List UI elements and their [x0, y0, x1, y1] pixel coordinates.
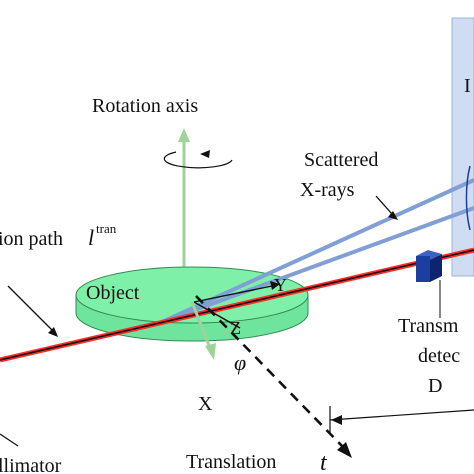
transmission-path-label: ion path — [0, 228, 63, 250]
scatter-ring-arc — [465, 165, 471, 231]
x-axis-arrowhead — [205, 343, 216, 360]
y-axis-line — [193, 285, 273, 303]
z-axis-label: Z — [230, 318, 241, 338]
rotation-axis-arrowhead — [178, 128, 190, 142]
scattered-label-line1: Scattered — [304, 149, 378, 171]
translation-arrowhead — [337, 442, 352, 458]
z-axis-line — [193, 301, 241, 329]
x-axis-label: X — [198, 393, 213, 415]
path-superscript: tran — [96, 221, 117, 236]
collimator-label: llimator — [0, 455, 62, 474]
translation-label: Translation — [186, 451, 276, 473]
x-axis-line — [190, 301, 212, 349]
rotation-arrowhead — [200, 150, 210, 158]
translation-axis — [195, 295, 345, 449]
object-label: Object — [86, 282, 140, 304]
y-axis-label: Y — [274, 275, 287, 295]
path-symbol: l — [88, 225, 94, 250]
collimator-leader-line — [0, 433, 19, 447]
transmission-detector-front — [416, 256, 430, 282]
translation-symbol: t — [320, 450, 328, 474]
scattered-leader-arrowhead — [388, 211, 398, 220]
scattered-ray-lower — [161, 206, 474, 324]
rotation-axis-label: Rotation axis — [92, 95, 198, 117]
distance-line-horizontal — [329, 409, 474, 421]
path-leader-arrowhead — [48, 327, 58, 337]
scattered-leader-line — [375, 195, 393, 215]
rotation-direction-arrow — [163, 151, 233, 169]
detector-fragment-label: D — [428, 375, 442, 397]
transmission-detector-label-line2: detec — [418, 345, 460, 367]
scattered-label-line2: X-rays — [300, 179, 355, 201]
distance-arrowhead — [331, 415, 342, 425]
transmission-detector-label-line1: Transm — [398, 315, 459, 337]
y-axis-arrowhead — [270, 281, 280, 290]
path-leader-line — [7, 285, 53, 331]
top-right-fragment: I — [464, 75, 471, 97]
transmitted-beam — [0, 249, 474, 361]
transmission-detector-side — [430, 254, 442, 282]
phi-label: φ — [234, 350, 246, 375]
scatter-detector-panel — [451, 17, 474, 277]
